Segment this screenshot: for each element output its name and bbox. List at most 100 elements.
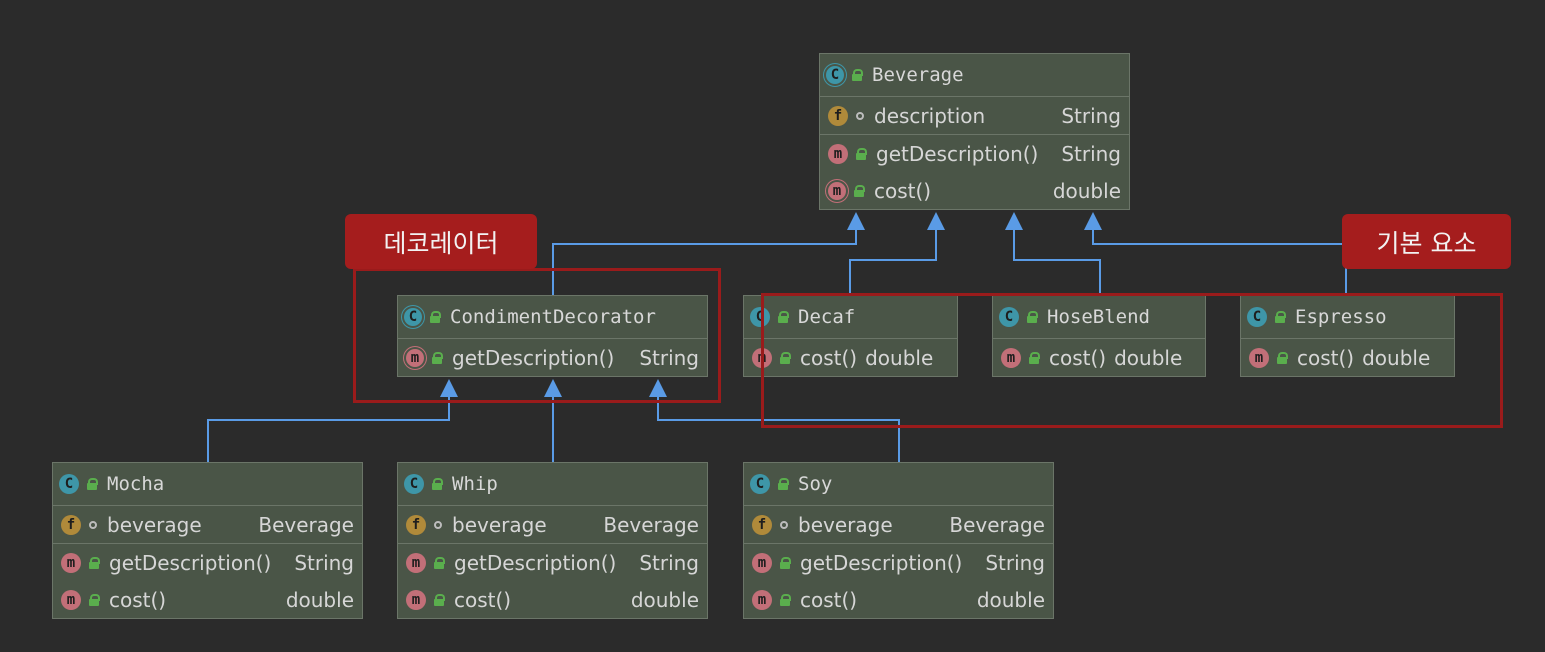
field-name: beverage (798, 512, 893, 537)
public-lock-icon (854, 184, 865, 197)
public-lock-icon (852, 69, 863, 81)
method-name: getDescription() (454, 550, 617, 575)
method-icon: m (1249, 347, 1269, 368)
method-name: cost() (874, 178, 932, 203)
class-name: Soy (798, 473, 833, 495)
public-lock-icon (780, 593, 791, 606)
public-lock-icon (778, 478, 789, 490)
public-lock-icon (89, 593, 100, 606)
public-lock-icon (89, 556, 100, 569)
field-icon: f (752, 514, 772, 535)
method-type: double (865, 345, 934, 370)
class-soy[interactable]: C Soy f beverage Beverage m getDescripti… (743, 462, 1054, 619)
class-whip[interactable]: C Whip f beverage Beverage m getDescript… (397, 462, 708, 619)
method-icon: m (752, 552, 772, 573)
arrowhead (1084, 212, 1102, 230)
class-condiment-decorator[interactable]: C CondimentDecorator m getDescription() … (397, 295, 708, 377)
method-row[interactable]: m getDescription() String (820, 135, 1129, 172)
class-name: Beverage (872, 64, 964, 86)
method-row[interactable]: m getDescription() String (744, 544, 1053, 581)
abstract-class-icon: C (404, 308, 422, 326)
public-lock-icon (856, 147, 867, 160)
package-private-icon (89, 520, 97, 529)
method-name: cost() (800, 587, 858, 612)
decorator-callout: 데코레이터 (345, 214, 537, 269)
class-espresso[interactable]: C Espresso m cost() double (1240, 295, 1455, 377)
field-type: Beverage (603, 512, 699, 537)
abstract-class-icon: C (826, 66, 844, 84)
class-icon: C (59, 474, 79, 494)
field-name: beverage (452, 512, 547, 537)
class-beverage[interactable]: C Beverage f description String m getDes… (819, 53, 1130, 210)
edge-decaf-to-beverage (849, 215, 937, 295)
abstract-method-icon: m (828, 181, 846, 200)
class-name: Whip (452, 473, 498, 495)
method-name: cost() (800, 345, 858, 370)
method-type: double (1114, 345, 1183, 370)
field-name: beverage (107, 512, 202, 537)
method-name: getDescription() (452, 345, 615, 370)
method-row[interactable]: m cost() double (398, 581, 707, 618)
class-name: HoseBlend (1047, 306, 1150, 328)
method-row[interactable]: m getDescription() String (398, 544, 707, 581)
field-row[interactable]: f beverage Beverage (53, 506, 362, 543)
field-row[interactable]: f beverage Beverage (398, 506, 707, 543)
public-lock-icon (434, 556, 445, 569)
field-row[interactable]: f description String (820, 97, 1129, 134)
public-lock-icon (780, 556, 791, 569)
method-icon: m (61, 552, 81, 573)
method-row[interactable]: m getDescription() String (53, 544, 362, 581)
class-icon: C (404, 474, 424, 494)
arrowhead (847, 212, 865, 230)
method-name: getDescription() (109, 550, 272, 575)
package-private-icon (856, 111, 864, 120)
method-row[interactable]: m cost() double (744, 581, 1053, 618)
field-row[interactable]: f beverage Beverage (744, 506, 1053, 543)
method-row[interactable]: m cost() double (820, 172, 1129, 209)
class-icon: C (750, 474, 770, 494)
public-lock-icon (432, 351, 443, 364)
public-lock-icon (434, 593, 445, 606)
arrowhead (649, 379, 667, 397)
public-lock-icon (432, 478, 443, 490)
public-lock-icon (780, 351, 791, 364)
method-row[interactable]: m cost() double (53, 581, 362, 618)
method-type: String (639, 550, 699, 575)
package-private-icon (434, 520, 442, 529)
method-type: double (1052, 178, 1121, 203)
method-row[interactable]: m getDescription() String (398, 339, 707, 376)
public-lock-icon (430, 311, 441, 323)
method-row[interactable]: m cost() double (993, 339, 1205, 376)
class-name: Espresso (1295, 306, 1387, 328)
method-type: String (639, 345, 699, 370)
class-name: Decaf (798, 306, 856, 328)
class-icon: C (750, 307, 770, 327)
class-decaf[interactable]: C Decaf m cost() double (743, 295, 958, 377)
method-type: String (1061, 141, 1121, 166)
public-lock-icon (1027, 311, 1038, 323)
public-lock-icon (1275, 311, 1286, 323)
arrowhead (1005, 212, 1023, 230)
method-icon: m (752, 589, 772, 610)
edge-espresso-to-beverage (1092, 215, 1347, 295)
field-icon: f (61, 514, 81, 535)
public-lock-icon (778, 311, 789, 323)
method-name: cost() (1297, 345, 1355, 370)
class-name: Mocha (107, 473, 165, 495)
method-type: double (976, 587, 1045, 612)
public-lock-icon (1277, 351, 1288, 364)
method-name: cost() (454, 587, 512, 612)
class-icon: C (999, 307, 1019, 327)
class-mocha[interactable]: C Mocha f beverage Beverage m getDescrip… (52, 462, 363, 619)
decorator-highlight-box (353, 268, 721, 403)
arrowhead (544, 379, 562, 397)
arrowhead (440, 379, 458, 397)
method-icon: m (406, 552, 426, 573)
class-hoseblend[interactable]: C HoseBlend m cost() double (992, 295, 1206, 377)
public-lock-icon (87, 478, 98, 490)
base-components-highlight-box (761, 293, 1503, 428)
method-icon: m (61, 589, 81, 610)
method-row[interactable]: m cost() double (1241, 339, 1454, 376)
field-type: Beverage (949, 512, 1045, 537)
base-components-callout: 기본 요소 (1342, 214, 1511, 269)
